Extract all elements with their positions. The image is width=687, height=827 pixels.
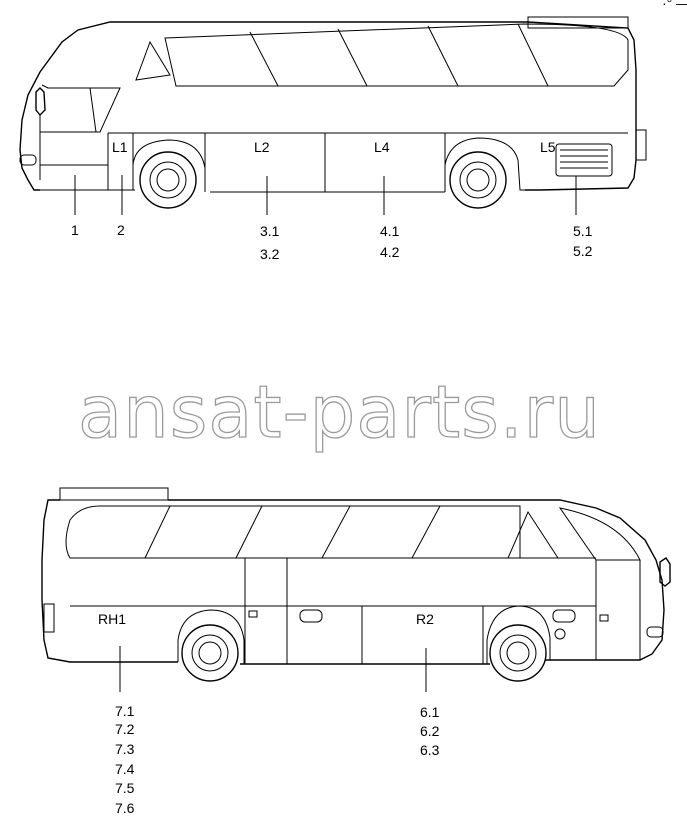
- panel-label: L2: [254, 139, 270, 155]
- front-wheel-hub: [506, 641, 530, 665]
- grille-slats: [560, 149, 608, 169]
- compartment-lines: [244, 558, 484, 664]
- windscreen: [558, 507, 641, 561]
- door-edge: [89, 87, 97, 133]
- sill-line: [40, 189, 445, 193]
- callout-label: 7.3: [115, 741, 135, 757]
- front-wheel-rim: [499, 634, 537, 672]
- front-wheel: [489, 624, 547, 682]
- callout-leaders: [119, 646, 427, 692]
- rear-wheel-rim: [191, 634, 229, 672]
- front-wheel-rim: [149, 161, 187, 199]
- rear-wheel-arch: [177, 609, 245, 664]
- callout-label: 6.1: [420, 704, 440, 720]
- headlight: [19, 154, 37, 166]
- panel-label: L1: [112, 139, 128, 155]
- callout-label: 7.2: [115, 721, 135, 737]
- callout-label: 3.1: [260, 223, 280, 239]
- compartment-handle: [299, 609, 323, 623]
- callout-label: 6.2: [420, 723, 440, 739]
- lock-mark: [248, 610, 258, 618]
- callout-label: 7.6: [115, 800, 135, 816]
- lock-mark: [599, 614, 609, 622]
- door-lines: [595, 560, 641, 660]
- rear-grille: [555, 143, 613, 177]
- front-wheel: [139, 151, 197, 209]
- rear-light: [43, 603, 55, 633]
- callout-leaders: [74, 175, 577, 215]
- callout-label: 5.1: [573, 223, 593, 239]
- front-wheel-hub: [156, 168, 180, 192]
- panel-label: L5: [540, 139, 556, 155]
- bus-right-side-view: [41, 487, 671, 692]
- body-outline: [19, 21, 637, 191]
- bus-left-side-view: [19, 16, 647, 215]
- callout-label: 6.3: [420, 742, 440, 758]
- rear-wheel-hub: [466, 168, 490, 192]
- callout-label: 5.2: [573, 243, 593, 259]
- windscreen: [40, 84, 121, 133]
- compartment-lines: [132, 133, 446, 192]
- window-pillars: [144, 505, 441, 559]
- callout-label: 1: [71, 222, 79, 238]
- rear-wheel-rim: [459, 161, 497, 199]
- front-wheel-arch: [132, 139, 206, 192]
- compartment-handle: [552, 609, 576, 623]
- panel-label: L4: [374, 139, 390, 155]
- panel-label: RH1: [98, 611, 126, 627]
- callout-label: 7.4: [115, 761, 135, 777]
- callout-label: 4.1: [380, 223, 400, 239]
- window-band: [164, 23, 629, 87]
- corner-mark: ·° —: [662, 0, 687, 11]
- mirror: [35, 87, 46, 117]
- panel-label: R2: [416, 611, 434, 627]
- roof-hatch: [59, 487, 169, 501]
- callout-label: 4.2: [380, 244, 400, 260]
- mirror: [659, 557, 671, 587]
- front-triangle-window: [507, 510, 559, 559]
- rear-wheel-hub: [198, 641, 222, 665]
- front-triangle-window: [135, 40, 171, 81]
- window-pillars: [249, 23, 549, 87]
- callout-label: 7.1: [115, 703, 135, 719]
- watermark: ansat-parts.ru: [78, 370, 601, 454]
- callout-label: 2: [117, 222, 125, 238]
- window-band: [65, 505, 521, 559]
- rear-wheel: [449, 151, 507, 209]
- fuel-cap: [554, 628, 566, 640]
- body-outline: [41, 499, 665, 665]
- rear-wheel-arch: [444, 137, 528, 192]
- callout-label: 7.5: [115, 780, 135, 796]
- callout-label: 3.2: [260, 246, 280, 262]
- rear-wheel: [181, 624, 239, 682]
- rear-light: [635, 129, 647, 161]
- headlight: [646, 626, 664, 638]
